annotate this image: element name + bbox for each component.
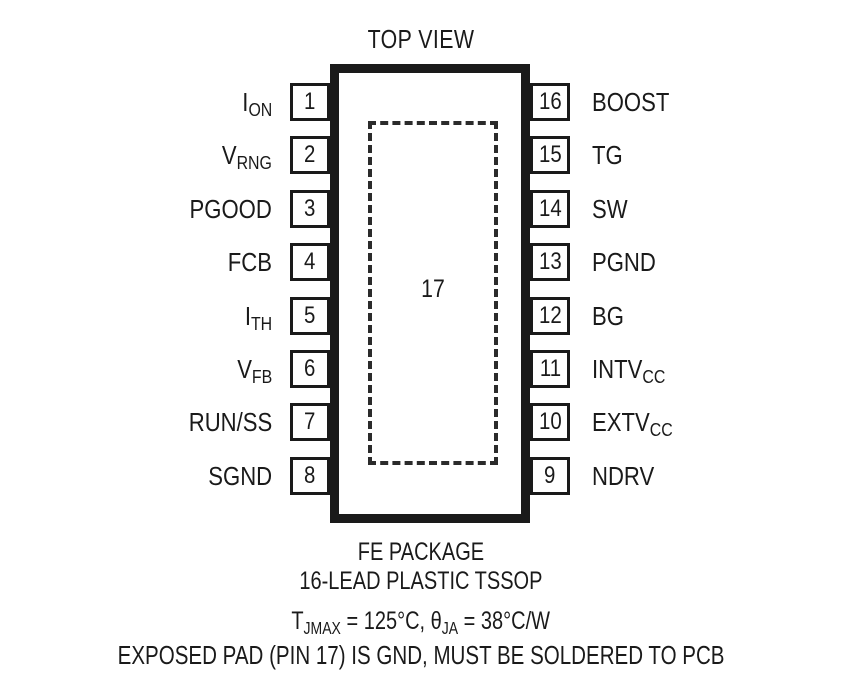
pin-number-1: 1 bbox=[304, 88, 316, 115]
pin-subscript-5: TH bbox=[250, 312, 272, 334]
pin-label-15: TG bbox=[592, 136, 628, 174]
pin-name-8: SGND bbox=[208, 461, 272, 491]
pin-number-10: 10 bbox=[538, 408, 562, 435]
pin-subscript-10: CC bbox=[649, 418, 673, 440]
package-name-caption: FE PACKAGE bbox=[0, 538, 842, 567]
pin-box-13: 13 bbox=[530, 243, 570, 281]
pin-box-4: 4 bbox=[290, 243, 330, 281]
pin-subscript-11: CC bbox=[642, 365, 666, 387]
pin-number-5: 5 bbox=[304, 302, 316, 329]
pin-box-10: 10 bbox=[530, 403, 570, 441]
pin-name-14: SW bbox=[592, 194, 628, 224]
pin-name-1: ION bbox=[241, 87, 272, 120]
pin-box-5: 5 bbox=[290, 297, 330, 335]
pin-number-16: 16 bbox=[538, 88, 562, 115]
pin-label-3: PGOOD bbox=[175, 190, 272, 228]
pin-number-12: 12 bbox=[538, 302, 562, 329]
pin-label-1: ION bbox=[237, 83, 272, 121]
pin-name-11: INTVCC bbox=[592, 354, 666, 387]
pin-label-9: NDRV bbox=[592, 457, 665, 495]
pin-box-12: 12 bbox=[530, 297, 570, 335]
pin-box-11: 11 bbox=[530, 350, 570, 388]
pin-box-16: 16 bbox=[530, 83, 570, 121]
lead-description-caption: 16-LEAD PLASTIC TSSOP bbox=[0, 567, 842, 596]
pin-label-7: RUN/SS bbox=[174, 403, 272, 441]
tjmax-symbol: T bbox=[291, 607, 304, 635]
pin-name-13: PGND bbox=[592, 247, 656, 277]
package-name-text: FE PACKAGE bbox=[357, 538, 485, 566]
pin-number-2: 2 bbox=[304, 141, 316, 168]
exposed-pad-pin-number: 17 bbox=[421, 275, 445, 303]
pin-number-4: 4 bbox=[304, 248, 316, 275]
pin-number-14: 14 bbox=[538, 195, 562, 222]
pin-label-11: INTVCC bbox=[592, 350, 678, 388]
pin-number-3: 3 bbox=[304, 195, 316, 222]
pin-box-7: 7 bbox=[290, 403, 330, 441]
pin-name-4: FCB bbox=[227, 247, 272, 277]
pin-subscript-6: FB bbox=[251, 365, 272, 387]
pin-number-15: 15 bbox=[538, 141, 562, 168]
pin-number-7: 7 bbox=[304, 408, 316, 435]
pin-box-1: 1 bbox=[290, 83, 330, 121]
pin-name-9: NDRV bbox=[592, 461, 655, 491]
pin-box-2: 2 bbox=[290, 136, 330, 174]
pin-name-16: BOOST bbox=[592, 87, 670, 117]
pin-subscript-1: ON bbox=[248, 98, 272, 120]
exposed-pad-outline bbox=[368, 121, 498, 465]
lead-description-text: 16-LEAD PLASTIC TSSOP bbox=[299, 567, 543, 595]
pin-label-13: PGND bbox=[592, 243, 667, 281]
pin-name-10: EXTVCC bbox=[592, 407, 673, 440]
pin-number-8: 8 bbox=[304, 462, 316, 489]
pin-name-5: ITH bbox=[244, 301, 272, 334]
pin-number-11: 11 bbox=[539, 355, 561, 382]
pin-name-2: VRNG bbox=[221, 140, 272, 173]
pin-name-3: PGOOD bbox=[189, 194, 272, 224]
pin-label-16: BOOST bbox=[592, 83, 683, 121]
thermal-spec-caption: TJMAX = 125°C, θJA = 38°C/W bbox=[0, 607, 842, 638]
thermal-spec-text: TJMAX = 125°C, θJA = 38°C/W bbox=[292, 607, 551, 638]
exposed-pad-note-caption: EXPOSED PAD (PIN 17) IS GND, MUST BE SOL… bbox=[0, 641, 842, 670]
theta-ja-symbol: θ bbox=[430, 607, 443, 635]
pin-box-8: 8 bbox=[290, 457, 330, 495]
pin-label-4: FCB bbox=[220, 243, 272, 281]
pin-box-9: 9 bbox=[530, 457, 570, 495]
theta-ja-value: = 38°C/W bbox=[458, 607, 551, 635]
pin-box-6: 6 bbox=[290, 350, 330, 388]
tjmax-subscript: JMAX bbox=[303, 617, 342, 638]
pin-box-15: 15 bbox=[530, 136, 570, 174]
pin-label-5: ITH bbox=[240, 297, 272, 335]
pin-number-13: 13 bbox=[538, 248, 562, 275]
exposed-pad-note-text: EXPOSED PAD (PIN 17) IS GND, MUST BE SOL… bbox=[117, 640, 725, 670]
pin-name-7: RUN/SS bbox=[188, 407, 272, 437]
pin-number-6: 6 bbox=[304, 355, 316, 382]
pin-name-12: BG bbox=[592, 301, 624, 331]
pin-label-10: EXTVCC bbox=[592, 403, 687, 441]
theta-ja-subscript: JA bbox=[442, 617, 459, 638]
pin-label-12: BG bbox=[592, 297, 630, 335]
pin-label-14: SW bbox=[592, 190, 634, 228]
pin-label-6: VFB bbox=[231, 350, 272, 388]
pin-box-14: 14 bbox=[530, 190, 570, 228]
pin-label-8: SGND bbox=[197, 457, 272, 495]
pin-label-2: VRNG bbox=[213, 136, 272, 174]
tjmax-value: = 125°C, bbox=[341, 607, 431, 635]
pin-box-3: 3 bbox=[290, 190, 330, 228]
pin-name-15: TG bbox=[592, 140, 623, 170]
pin-number-9: 9 bbox=[544, 462, 556, 489]
pin-subscript-2: RNG bbox=[236, 151, 272, 173]
top-view-title: TOP VIEW bbox=[367, 24, 475, 54]
pin-name-6: VFB bbox=[236, 354, 272, 387]
